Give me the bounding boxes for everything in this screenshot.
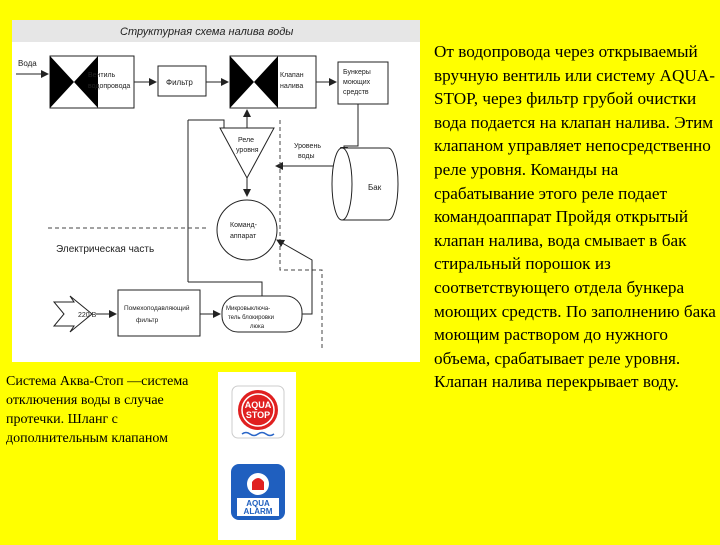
aqua-stop-text-1: AQUA: [245, 400, 272, 410]
fill-valve-label-2: налива: [280, 83, 303, 90]
logos-panel: AQUA STOP AQUA ALARM: [218, 372, 296, 540]
noise-filter-block: [117, 289, 201, 337]
filter-block: [157, 65, 207, 97]
tank-label: Бак: [368, 183, 382, 192]
valve-label-1: Вентиль: [88, 72, 116, 79]
water-in-label: Вода: [18, 59, 37, 68]
noise-filter-label-1: Помехоподавляющий: [124, 304, 190, 312]
detergent-bins-block: [337, 61, 389, 105]
noise-filter-label-2: фильтр: [136, 317, 159, 324]
diagram-svg: Структурная схема налива воды Вода Венти…: [12, 20, 420, 350]
water-level-label-1: Уровень: [294, 143, 321, 150]
description-text: От водопровода через открываемый вручную…: [434, 42, 716, 392]
valve-label-2: водопровода: [88, 83, 130, 90]
power-label: 220 В: [78, 312, 97, 319]
controller-circle: [216, 199, 278, 261]
controller-label-1: Команд-: [230, 222, 258, 229]
electric-part-label: Электрическая часть: [56, 244, 154, 255]
detergent-label-2: моющих: [343, 79, 371, 86]
logos-svg: AQUA STOP AQUA ALARM: [231, 385, 285, 520]
filter-label: Фильтр: [166, 78, 193, 87]
aqua-stop-caption: Система Аква-Стоп —система отключения во…: [6, 374, 189, 446]
microswitch-label-3: люка: [250, 324, 265, 330]
tank-shape: [342, 147, 399, 221]
microswitch-label-1: Микровыключа-: [226, 306, 270, 312]
microswitch-label-2: тель блокировки: [228, 315, 274, 321]
diagram-title-bar: [12, 20, 420, 42]
water-fill-diagram: Структурная схема налива воды Вода Венти…: [12, 20, 420, 362]
level-relay-label-2: уровня: [236, 147, 259, 154]
bell-icon: [252, 478, 264, 490]
controller-label-2: аппарат: [230, 233, 257, 240]
aqua-stop-text-2: STOP: [246, 410, 270, 420]
aqua-alarm-text-1: AQUA: [246, 499, 270, 508]
detergent-label-3: средств: [343, 89, 369, 96]
level-relay-label-1: Реле: [238, 137, 254, 144]
detergent-label-1: Бункеры: [343, 69, 371, 76]
diagram-title: Структурная схема налива воды: [120, 26, 293, 38]
fill-valve-label-1: Клапан: [280, 72, 304, 79]
water-level-label-2: воды: [298, 153, 315, 160]
power-arrow: [52, 295, 93, 333]
aqua-alarm-text-2: ALARM: [244, 507, 273, 516]
